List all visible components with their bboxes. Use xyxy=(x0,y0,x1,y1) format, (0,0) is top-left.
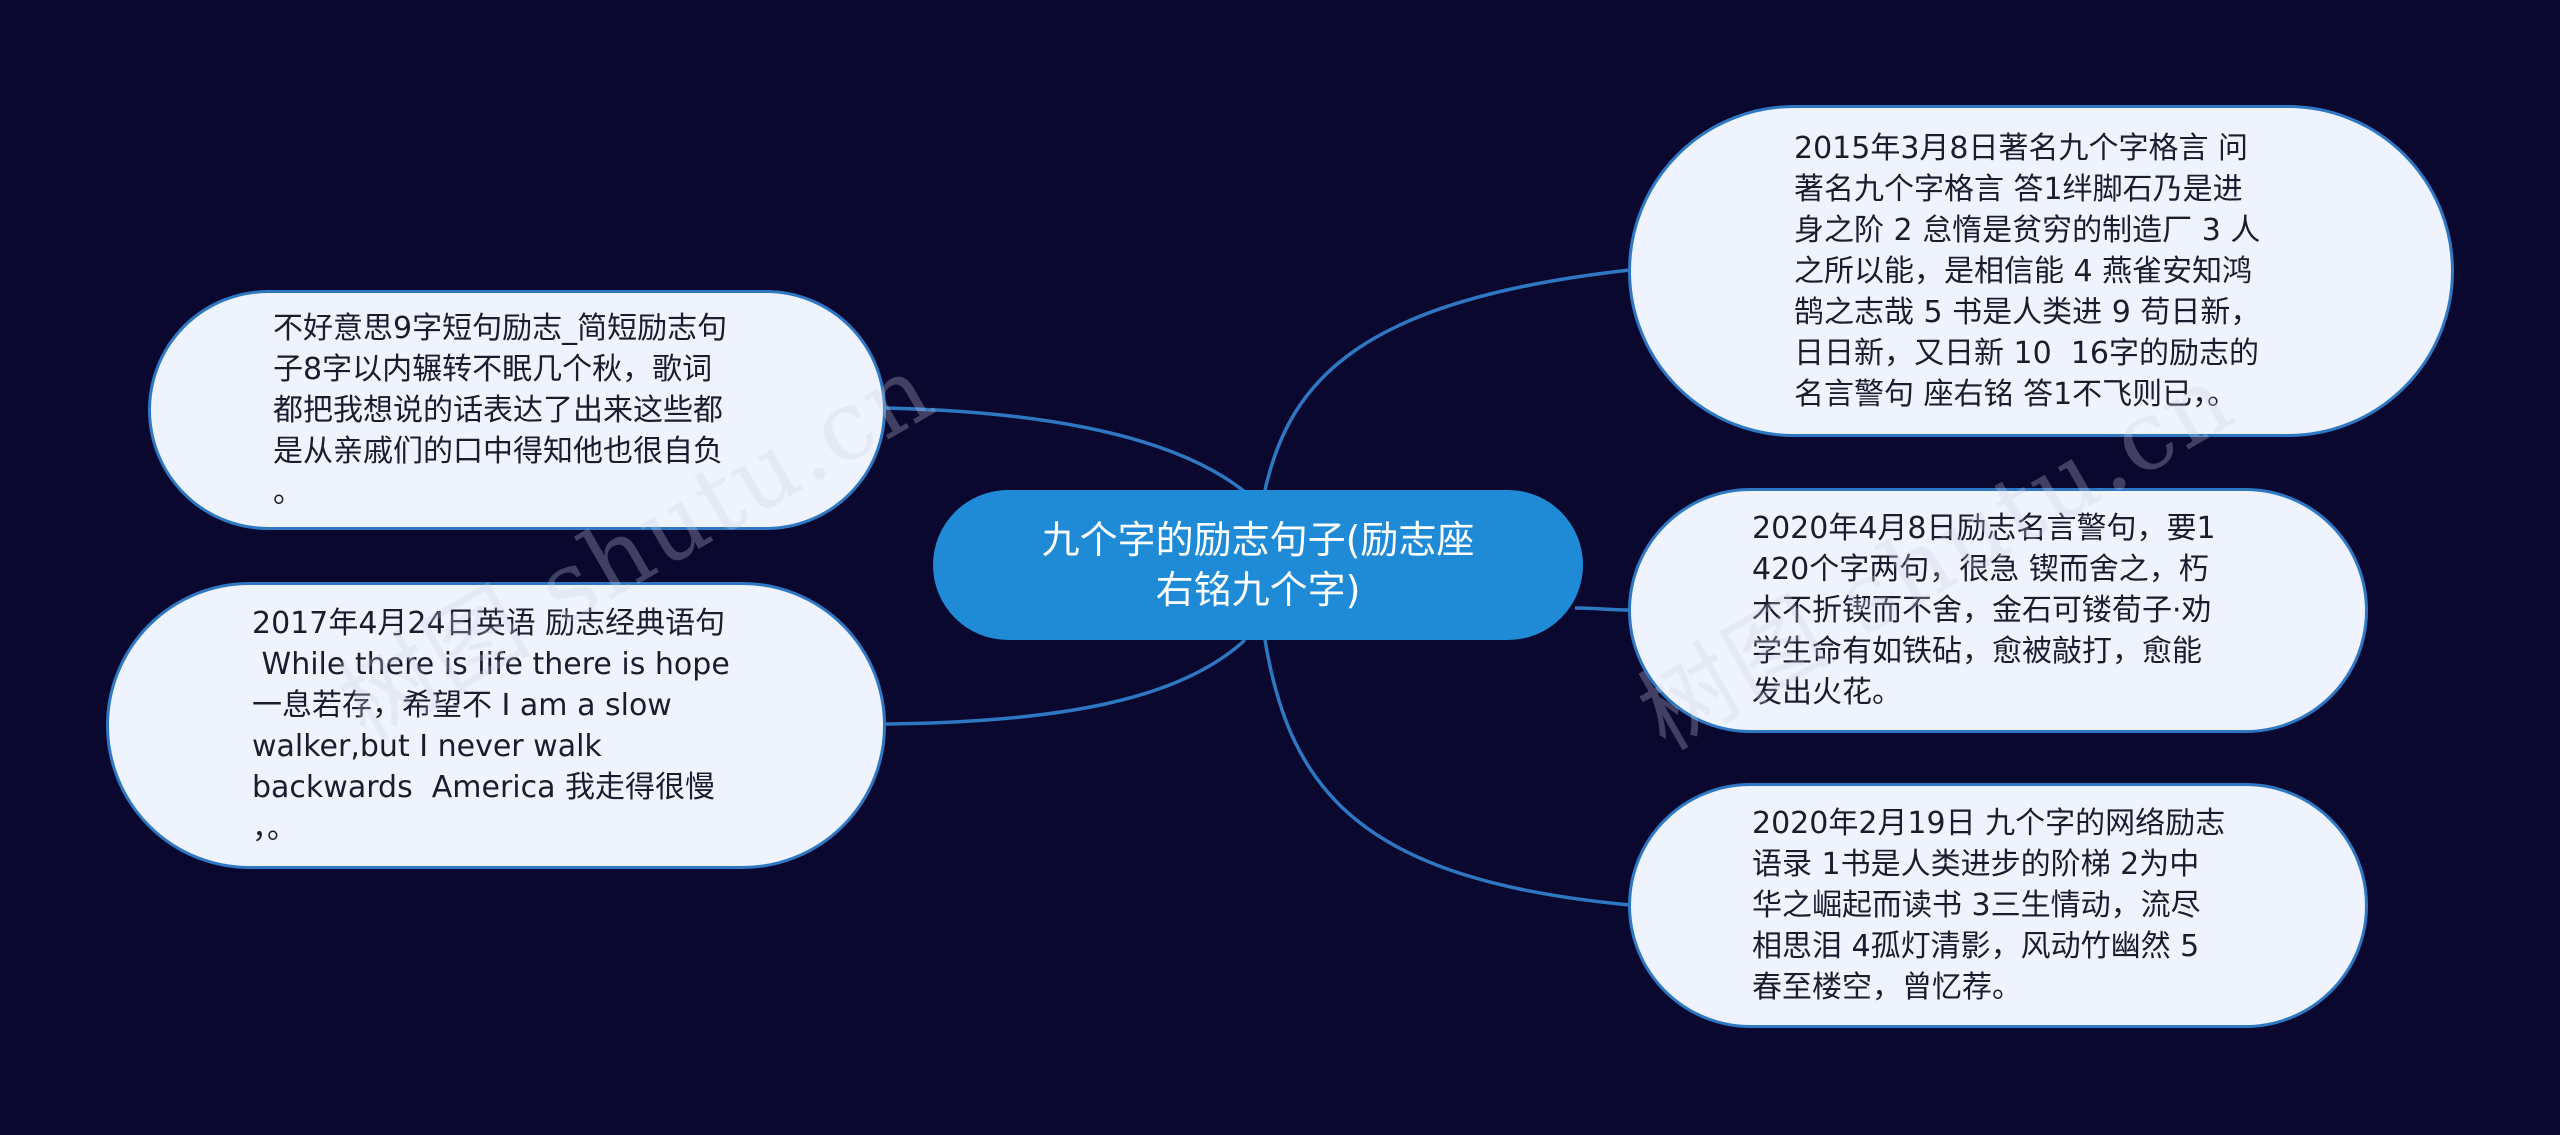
topic-text-right-top: 2015年3月8日著名九个字格言 问 著名九个字格言 答1绊脚石乃是进 身之阶 … xyxy=(1794,130,2261,412)
connector-right-top xyxy=(1263,268,1631,491)
topic-text-left-bottom: 2017年4月24日英语 励志经典语句 While there is life … xyxy=(252,605,730,846)
topic-node-left-bottom[interactable]: 2017年4月24日英语 励志经典语句 While there is life … xyxy=(106,582,886,869)
connector-left-top xyxy=(884,406,1247,494)
topic-text-right-bottom: 2020年2月19日 九个字的网络励志 语录 1书是人类进步的阶梯 2为中 华之… xyxy=(1752,806,2226,1005)
central-topic-text: 九个字的励志句子(励志座 右铭九个字) xyxy=(1041,518,1475,612)
connector-right-bottom xyxy=(1263,639,1631,907)
topic-text-left-top: 不好意思9字短句励志_简短励志句 子8字以内辗转不眠几个秋，歌词 都把我想说的话… xyxy=(273,310,728,510)
topic-node-right-top[interactable]: 2015年3月8日著名九个字格言 问 著名九个字格言 答1绊脚石乃是进 身之阶 … xyxy=(1628,105,2454,437)
connector-right-middle xyxy=(1574,606,1631,612)
topic-node-left-top[interactable]: 不好意思9字短句励志_简短励志句 子8字以内辗转不眠几个秋，歌词 都把我想说的话… xyxy=(148,290,886,530)
topic-node-right-bottom[interactable]: 2020年2月19日 九个字的网络励志 语录 1书是人类进步的阶梯 2为中 华之… xyxy=(1628,783,2368,1028)
connector-left-bottom xyxy=(884,638,1247,726)
central-topic-node[interactable]: 九个字的励志句子(励志座 右铭九个字) xyxy=(933,490,1583,640)
topic-text-right-middle: 2020年4月8日励志名言警句，要1 420个字两句，很急 锲而舍之，朽 木不折… xyxy=(1752,511,2216,710)
topic-node-right-middle[interactable]: 2020年4月8日励志名言警句，要1 420个字两句，很急 锲而舍之，朽 木不折… xyxy=(1628,488,2368,733)
